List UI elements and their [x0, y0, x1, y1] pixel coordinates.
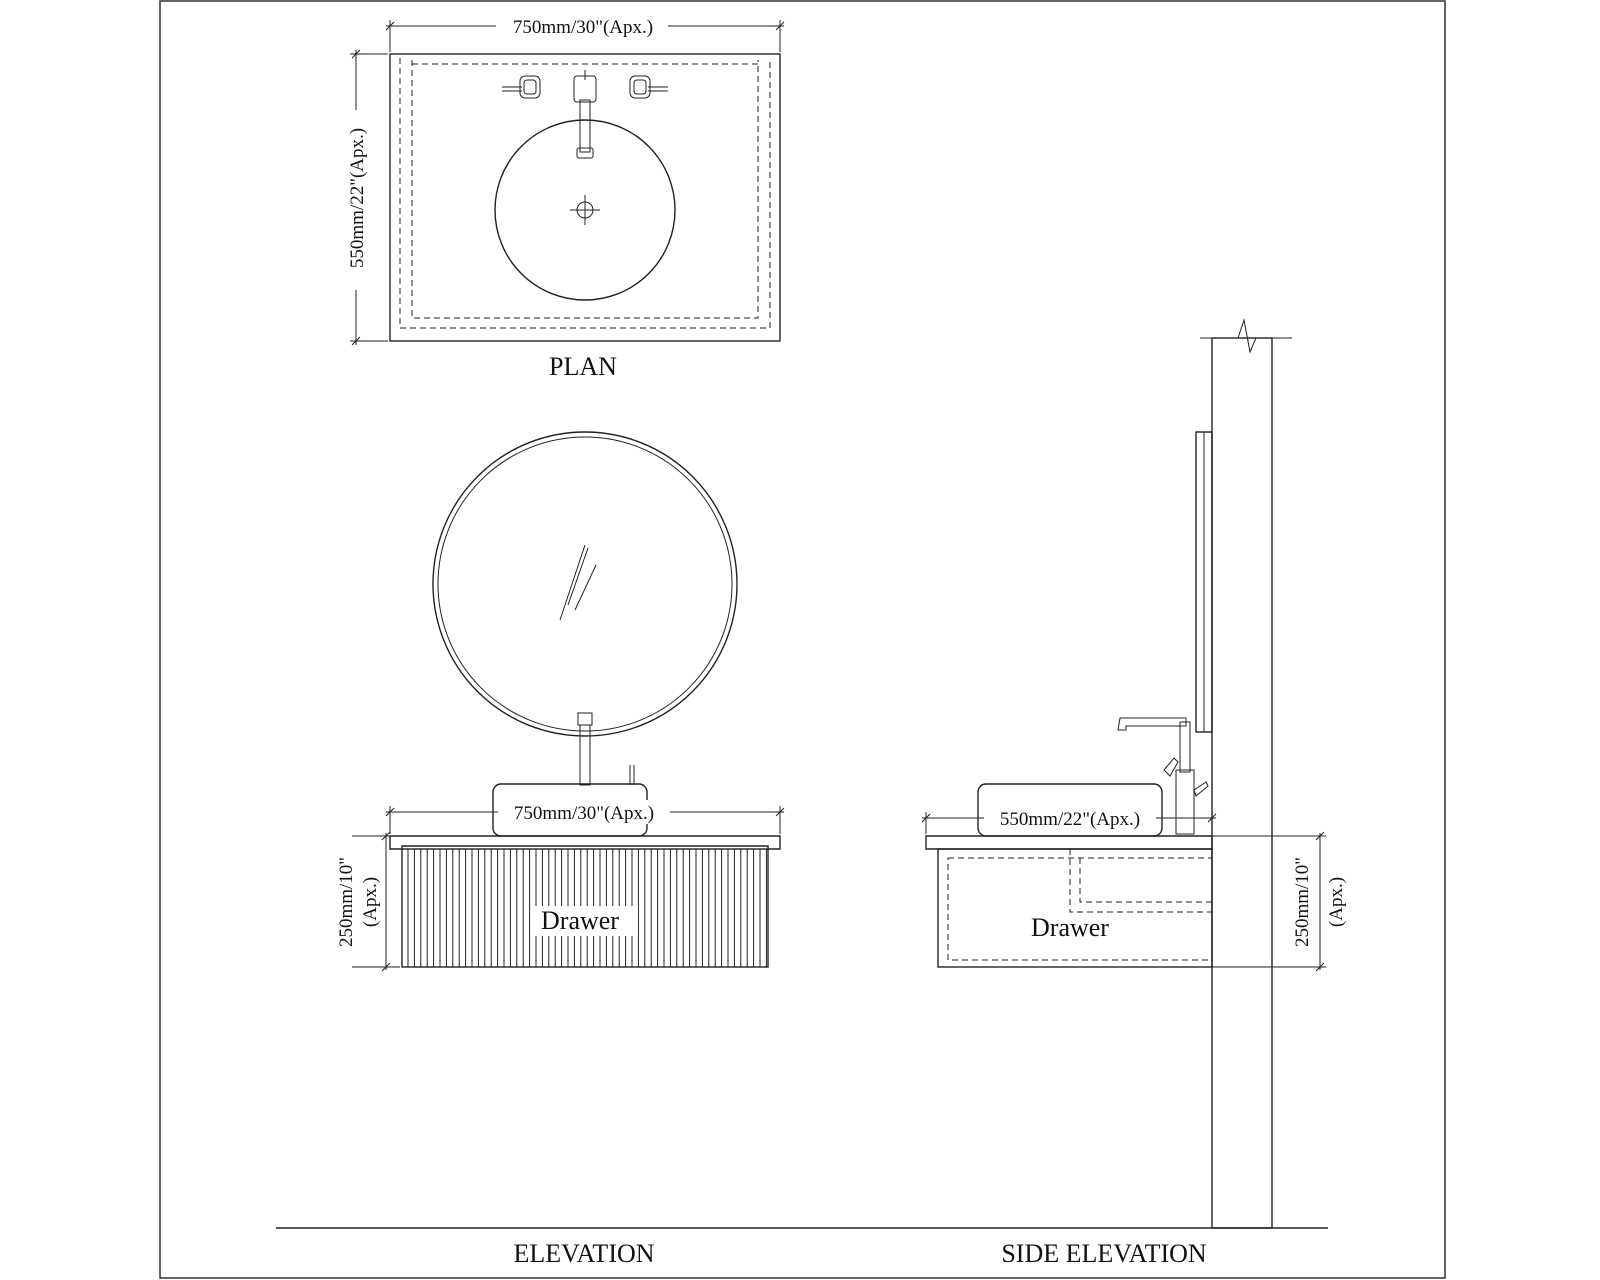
side-depth-dimension: 550mm/22"(Apx.) — [921, 806, 1217, 834]
plan-right-handle-icon — [629, 75, 668, 99]
side-height-dimension: 250mm/10" (Apx.) — [1212, 831, 1347, 972]
elevation-mirror-outer — [432, 431, 738, 737]
elevation-width-dimension: 750mm/30"(Apx.) — [385, 800, 785, 834]
plan-cabinet-outline-inner — [411, 60, 759, 319]
side-elevation-title: SIDE ELEVATION — [1001, 1239, 1207, 1268]
mirror-reflection-icon — [559, 544, 597, 621]
side-siphon-cutout — [1069, 849, 1212, 913]
plan-countertop-outline — [389, 53, 781, 342]
side-depth-label: 550mm/22"(Apx.) — [1000, 809, 1140, 830]
plan-depth-dimension: 550mm/22"(Apx.) — [344, 49, 388, 346]
plan-width-dimension: 750mm/30"(Apx.) — [385, 14, 785, 52]
side-faucet-icon — [1117, 717, 1209, 835]
sheet-border — [159, 0, 1446, 1279]
side-height-label-2: (Apx.) — [1326, 877, 1347, 927]
wall-break-line — [1200, 318, 1292, 354]
elevation-height-label-2: (Apx.) — [360, 877, 381, 927]
elevation-title: ELEVATION — [513, 1239, 654, 1268]
plan-basin — [494, 119, 676, 301]
side-countertop — [925, 835, 1213, 850]
elevation-drawer-label: Drawer — [541, 906, 619, 935]
elevation-height-label-1: 250mm/10" — [336, 857, 357, 947]
elevation-faucet-icon — [577, 712, 635, 786]
side-drawer-label: Drawer — [1031, 913, 1109, 942]
side-cabinet — [937, 848, 1213, 968]
side-elevation-view: Drawer 550mm/22"(Apx.) 250mm/10" (Apx.) — [921, 318, 1347, 1229]
elevation-mirror-inner — [437, 436, 733, 732]
elevation-height-dimension: 250mm/10" (Apx.) — [336, 831, 400, 972]
plan-left-handle-icon — [502, 75, 541, 99]
side-wall-hatched — [1211, 337, 1273, 1229]
side-height-label-1: 250mm/10" — [1292, 857, 1313, 947]
elevation-view: Drawer 750mm/30"(Apx.) 250mm/10" (Apx.) — [336, 431, 785, 972]
side-mirror — [1195, 431, 1213, 733]
plan-drain-icon — [570, 195, 600, 225]
plan-title: PLAN — [549, 352, 617, 381]
elevation-countertop — [389, 835, 781, 850]
plan-view: 750mm/30"(Apx.) 550mm/22"(Apx.) PLAN — [344, 14, 785, 381]
plan-depth-label: 550mm/22"(Apx.) — [347, 128, 368, 268]
plan-faucet-icon — [573, 70, 597, 159]
plan-width-label: 750mm/30"(Apx.) — [513, 17, 653, 38]
elevation-width-label: 750mm/30"(Apx.) — [514, 803, 654, 824]
plan-cabinet-outline-outer — [399, 58, 771, 329]
